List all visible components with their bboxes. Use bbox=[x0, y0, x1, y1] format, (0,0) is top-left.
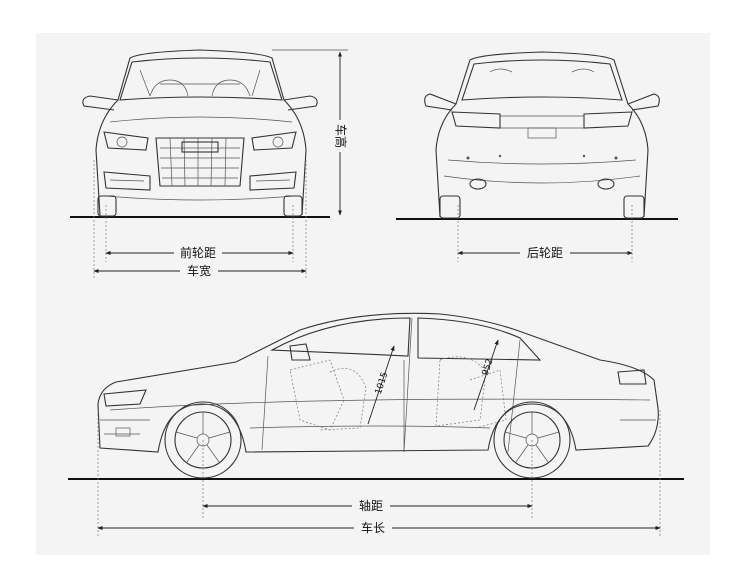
side-view: 1015 952 轴距 bbox=[68, 312, 684, 536]
rear-view: 后轮距 bbox=[396, 51, 678, 262]
rear-track-label: 后轮距 bbox=[527, 246, 563, 260]
length-label: 车长 bbox=[361, 520, 385, 535]
rear-headroom-label: 952 bbox=[481, 358, 496, 377]
front-track-label: 前轮距 bbox=[180, 245, 216, 260]
drawing-sheet bbox=[36, 33, 710, 555]
front-view: 车高 前轮距 车宽 bbox=[70, 49, 349, 279]
width-label: 车宽 bbox=[187, 263, 211, 278]
wheelbase-label: 轴距 bbox=[359, 498, 383, 513]
front-headroom-label: 1015 bbox=[374, 371, 391, 396]
height-label: 车高 bbox=[334, 124, 349, 148]
